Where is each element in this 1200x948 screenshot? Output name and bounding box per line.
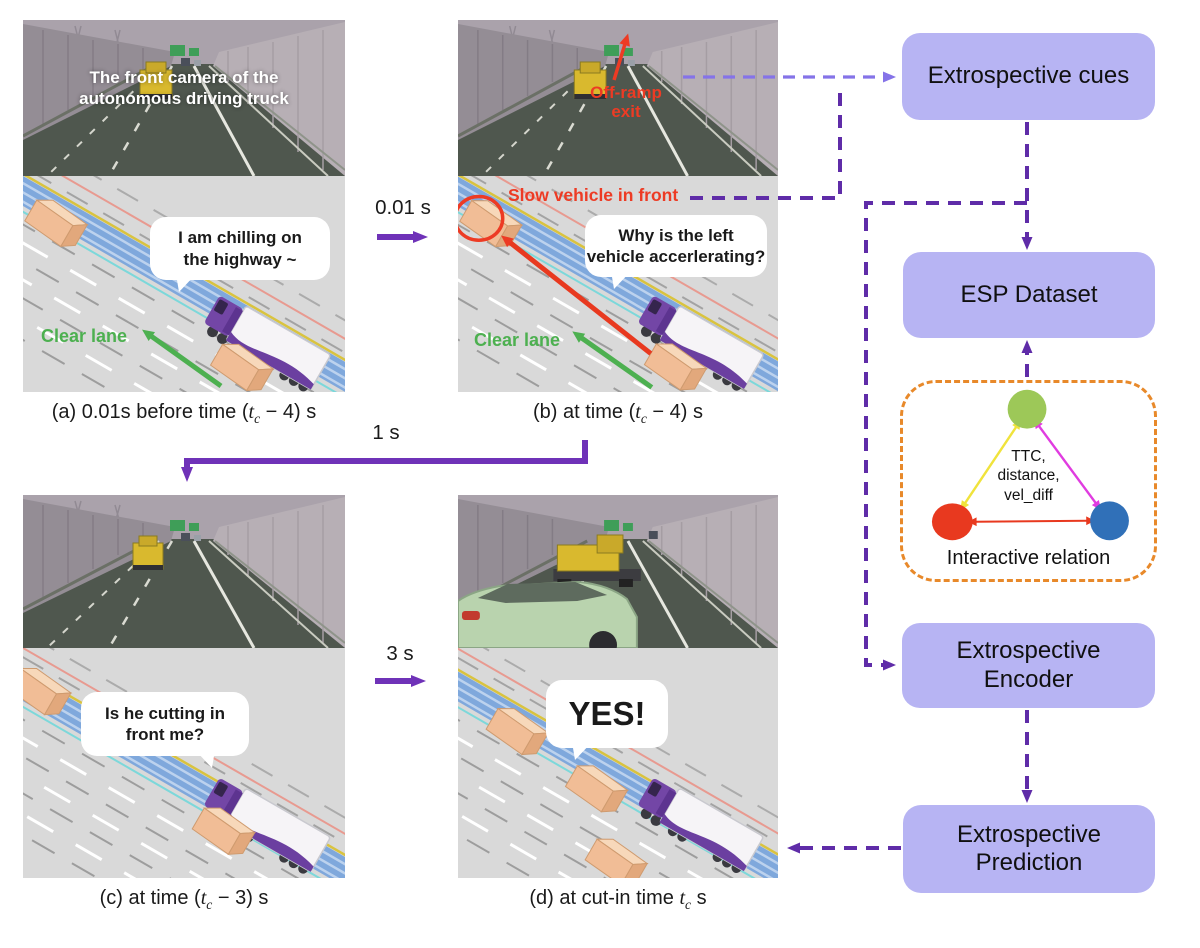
taillight [461, 611, 480, 620]
relation-edge-red [967, 516, 1095, 527]
extrospective-prediction-box: Extrospective Prediction [903, 805, 1155, 893]
sim-view-d: YES! [458, 648, 778, 878]
speech-bubble: YES! [546, 680, 668, 760]
accelerating-vehicle-arrow [501, 235, 653, 356]
speech-bubble: Why is the left vehicle accerlerating? [585, 215, 767, 289]
highway-sign-small [622, 48, 633, 56]
panel-a: The front camera of the autonomous drivi… [23, 20, 345, 427]
transition-label-0-01s: 0.01 s [375, 196, 431, 219]
caption-a: (a) 0.01s before time (tc − 4) s [51, 401, 317, 426]
camera-scene-d [458, 495, 778, 648]
sim-scene-a [23, 176, 345, 392]
relation-node-red [931, 503, 973, 541]
vehicle-box-lower [582, 831, 650, 878]
highway-sign [170, 45, 185, 56]
camera-view-a: The front camera of the autonomous drivi… [23, 20, 345, 176]
sim-scene-c [23, 648, 345, 878]
caption-d: (d) at cut-in time tc s [529, 887, 707, 912]
panel-c: Is he cutting in front me? (c) at time (… [23, 495, 345, 913]
slow-vehicle-label: Slow vehicle in front [508, 185, 679, 205]
offramp-sign [604, 45, 619, 56]
clear-lane-arrow [142, 329, 223, 389]
interactive-relation-panel: TTC, distance, vel_diff Interactive rela… [900, 380, 1157, 582]
camera-view-c [23, 495, 345, 648]
offramp-exit-label: Off-ramp exit [590, 83, 662, 121]
speech-bubble: Is he cutting in front me? [81, 692, 249, 768]
clear-lane-arrow [572, 331, 654, 390]
esp-dataset-box: ESP Dataset [903, 252, 1155, 338]
camera-caption-text: The front camera of the autonomous drivi… [79, 68, 289, 108]
yellow-truck-icon [139, 61, 173, 99]
camera-view-d [458, 495, 778, 648]
highway-sign-small [189, 48, 199, 56]
interactive-relation-title: Interactive relation [946, 547, 1111, 569]
yellow-truck-icon [573, 61, 607, 99]
relation-edge-label: TTC, distance, vel_diff [997, 448, 1060, 504]
camera-view-b: Off-ramp exit [458, 20, 778, 176]
sim-view-c: Is he cutting in front me? [23, 648, 345, 878]
panel-b: Off-ramp exit [458, 20, 778, 427]
camera-scene-a [23, 20, 345, 176]
sim-view-b: Slow vehicle in front Why is the left ve… [458, 176, 778, 392]
camera-scene-c [23, 495, 345, 648]
speech-bubble: I am chilling on the highway ~ [150, 217, 330, 292]
caption-c: (c) at time (tc − 3) s [99, 887, 269, 912]
extrospective-cues-box: Extrospective cues [902, 33, 1155, 120]
relation-edge-magenta [1033, 418, 1102, 511]
green-car-icon [458, 580, 638, 648]
sim-scene-d [458, 648, 778, 878]
ego-truck [631, 773, 765, 878]
transition-label-3s: 3 s [386, 642, 414, 665]
transition-label-1s: 1 s [372, 421, 400, 444]
caption-b: (b) at time (tc − 4) s [533, 401, 703, 426]
extrospective-encoder-box: Extrospective Encoder [902, 623, 1155, 708]
clear-lane-label: Clear lane [474, 330, 561, 350]
relation-node-green [1007, 389, 1047, 429]
relation-node-blue [1090, 501, 1129, 541]
yellow-truck-icon [132, 535, 164, 570]
slow-vehicle-circle [458, 194, 505, 243]
offramp-pointer-arrow [612, 33, 630, 81]
sim-view-a: I am chilling on the highway ~ Clear lan… [23, 176, 345, 392]
panel-d: YES! (d) at cut-in time tc s [458, 495, 778, 913]
yellow-flatbed-truck-icon [553, 534, 641, 587]
clear-lane-label: Clear lane [41, 326, 128, 346]
